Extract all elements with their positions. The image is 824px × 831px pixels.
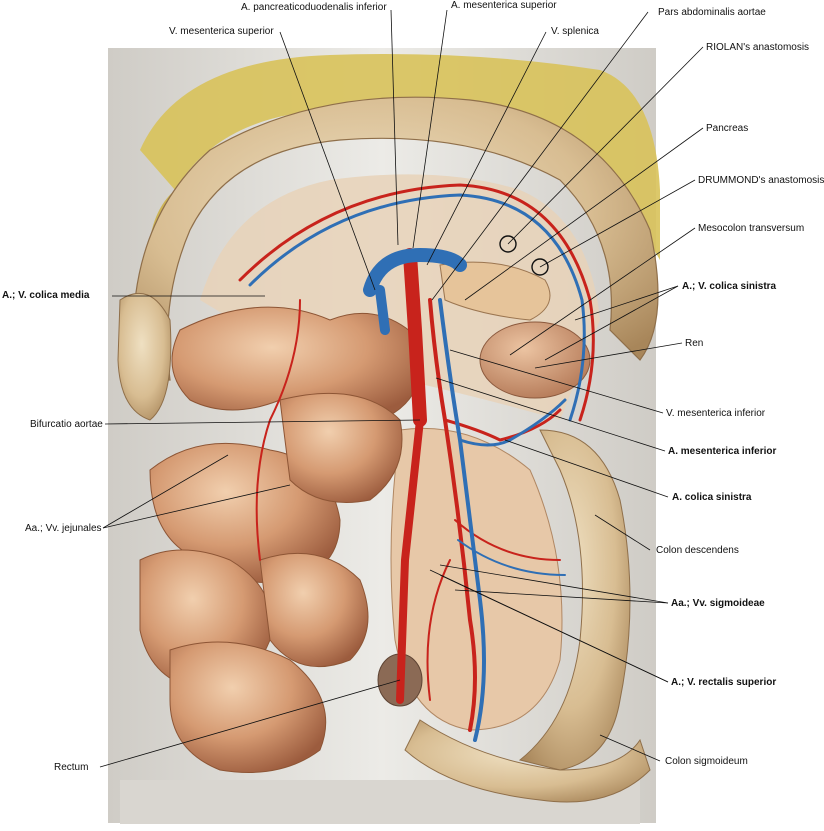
leader-lines (99, 9, 704, 768)
label-rectalis-superior: A.; V. rectalis superior (671, 677, 777, 688)
label-pars-abdominalis-aortae: Pars abdominalis aortae (658, 7, 766, 18)
label-a-mesenterica-superior: A. mesenterica superior (451, 0, 557, 11)
label-bifurcatio-aortae: Bifurcatio aortae (30, 419, 103, 430)
label-colica-sinistra-av: A.; V. colica sinistra (682, 281, 777, 292)
kidney-ren (479, 321, 591, 399)
label-pancreaticoduodenalis-inferior: A. pancreaticoduodenalis inferior (241, 2, 387, 13)
small-intestine (117, 292, 423, 773)
label-a-mesenterica-inferior: A. mesenterica inferior (668, 446, 777, 457)
label-colon-descendens: Colon descendens (656, 545, 739, 556)
label-a-colica-sinistra: A. colica sinistra (672, 492, 752, 503)
label-jejunales: Aa.; Vv. jejunales (25, 523, 102, 534)
riolan-circle (499, 235, 517, 253)
veins (248, 193, 586, 742)
label-pancreas: Pancreas (706, 123, 749, 134)
colon-transversum (132, 96, 659, 381)
colon-descendens-organ (518, 429, 631, 771)
label-colica-media: A.; V. colica media (2, 290, 90, 301)
label-mesocolon-transversum: Mesocolon transversum (698, 223, 805, 234)
label-drummond-anastomosis: DRUMMOND's anastomosis (698, 175, 824, 186)
label-colon-sigmoideum: Colon sigmoideum (665, 756, 748, 767)
label-sigmoideae: Aa.; Vv. sigmoideae (671, 598, 765, 609)
arteries (238, 183, 595, 732)
label-v-mesenterica-superior: V. mesenterica superior (169, 26, 274, 37)
label-rectum: Rectum (54, 762, 89, 773)
pancreas-organ (439, 261, 551, 321)
label-ren: Ren (685, 338, 704, 349)
label-riolan-anastomosis: RIOLAN's anastomosis (706, 42, 810, 53)
label-v-splenica: V. splenica (551, 26, 599, 37)
label-v-mesenterica-inferior: V. mesenterica inferior (666, 408, 766, 419)
drummond-circle (531, 258, 549, 276)
colon-sigmoideum-organ (404, 719, 651, 803)
